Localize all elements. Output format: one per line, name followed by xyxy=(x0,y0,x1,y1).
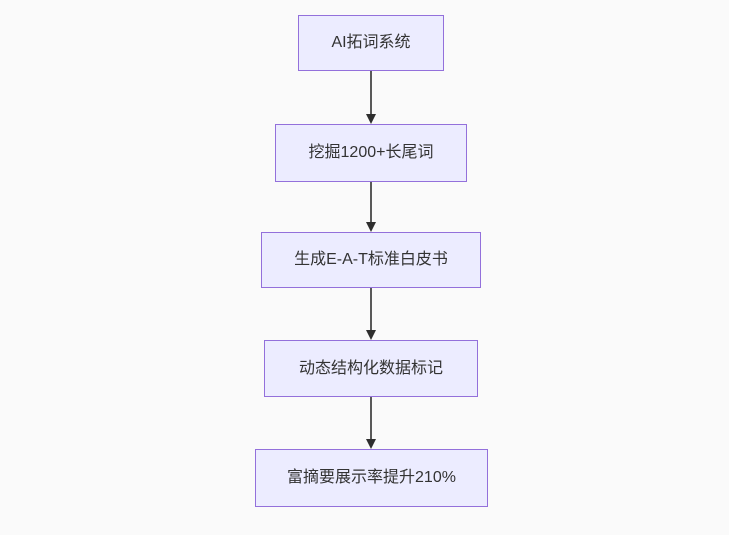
edge-line xyxy=(370,182,372,222)
edge-line xyxy=(370,397,372,439)
arrowhead-down-icon xyxy=(366,114,376,124)
node-rich-snippet-result: 富摘要展示率提升210% xyxy=(255,449,488,507)
node-label: 动态结构化数据标记 xyxy=(298,359,443,377)
flow-edge-2 xyxy=(365,182,377,232)
node-label: 生成E-A-T标准白皮书 xyxy=(294,251,448,269)
node-longtail-keyword-mining: 挖掘1200+长尾词 xyxy=(275,124,467,182)
arrowhead-down-icon xyxy=(366,330,376,340)
arrowhead-down-icon xyxy=(366,439,376,449)
edge-line xyxy=(370,71,372,114)
node-ai-keyword-system: AI拓词系统 xyxy=(298,15,444,71)
node-eat-whitepaper: 生成E-A-T标准白皮书 xyxy=(261,232,481,288)
node-label: AI拓词系统 xyxy=(331,34,411,52)
flow-edge-1 xyxy=(365,71,377,124)
flow-edge-4 xyxy=(365,397,377,449)
arrowhead-down-icon xyxy=(366,222,376,232)
node-dynamic-structured-data: 动态结构化数据标记 xyxy=(264,340,478,397)
edge-line xyxy=(370,288,372,330)
node-label: 富摘要展示率提升210% xyxy=(287,469,456,487)
node-label: 挖掘1200+长尾词 xyxy=(308,144,434,162)
flow-edge-3 xyxy=(365,288,377,340)
